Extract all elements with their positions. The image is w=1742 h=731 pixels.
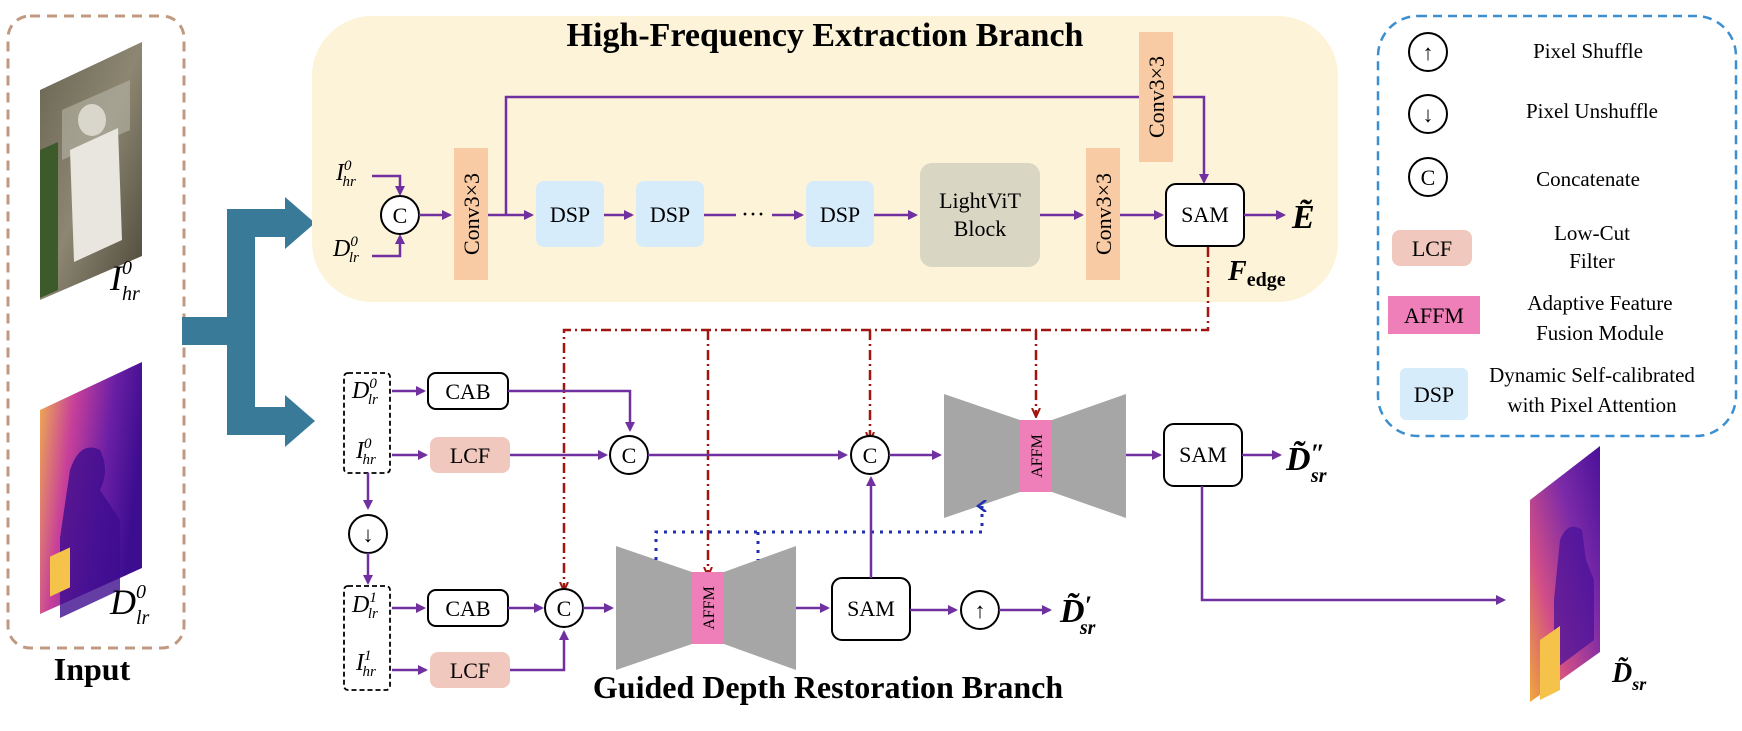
gd-bottom-sam-label: SAM — [847, 596, 895, 621]
hf-concat-label: C — [393, 203, 408, 228]
legend-lcf-icon — [1392, 230, 1472, 266]
hf-conv-top-label: Conv3×3 — [1144, 56, 1169, 138]
gd-bottom-cab-label: CAB — [445, 596, 490, 621]
legend-pixel-unshuffle-symbol: ↓ — [1423, 102, 1434, 127]
edge-feature-lines — [564, 247, 1210, 590]
gd-top-affm-label: AFFM — [1029, 434, 1046, 478]
legend-concat-label: Concatenate — [1536, 167, 1640, 191]
gd-bottom-concat-label: C — [557, 596, 572, 621]
hf-conv2 — [1086, 148, 1120, 280]
gd-bottom-input-box — [343, 585, 391, 691]
legend-dsp-symbol: DSP — [1414, 382, 1454, 407]
legend-dsp-label-2: with Pixel Attention — [1507, 393, 1677, 417]
gd-bottom-lcf-label: LCF — [450, 658, 490, 683]
gd-bottom-output: D̃′sr — [1059, 591, 1096, 639]
hf-lightvit-block — [920, 163, 1040, 267]
input-label: Input — [54, 651, 131, 687]
legend-affm-label-2: Fusion Module — [1536, 321, 1664, 345]
gd-bottom-affm-label: AFFM — [701, 586, 718, 630]
gd-top-concat-1-label: C — [622, 443, 637, 468]
gd-top-sam-label: SAM — [1179, 442, 1227, 467]
input-depth-image — [40, 362, 142, 618]
legend-pixel-unshuffle-icon — [1408, 94, 1448, 134]
hf-dsp-1-label: DSP — [550, 202, 590, 227]
hf-dsp-1 — [536, 181, 604, 247]
gd-top-affm — [1020, 420, 1052, 492]
legend-affm-icon — [1388, 296, 1480, 334]
legend-affm-label-1: Adaptive Feature — [1527, 291, 1672, 315]
gd-bottom-affm — [692, 572, 724, 644]
legend-dsp-label-1: Dynamic Self-calibrated — [1489, 363, 1695, 387]
hf-dsp-3 — [806, 181, 874, 247]
gd-top-concat-2-label: C — [863, 443, 878, 468]
hf-lightvit-label-1: LightViT — [939, 188, 1021, 213]
gd-top-output: D̃″sr — [1285, 439, 1327, 487]
hf-conv2-label: Conv3×3 — [1091, 173, 1116, 255]
legend-concat-symbol: C — [1421, 165, 1436, 190]
legend-pixel-shuffle-icon — [1408, 32, 1448, 72]
hf-dsp-3-label: DSP — [820, 202, 860, 227]
hf-dsp-2 — [636, 181, 704, 247]
affm-feature-link — [654, 506, 982, 560]
hf-branch-title: High-Frequency Extraction Branch — [567, 17, 1084, 54]
legend-pixel-shuffle-label: Pixel Shuffle — [1533, 39, 1643, 63]
legend-pixel-unshuffle-label: Pixel Unshuffle — [1526, 99, 1658, 123]
hf-conv1 — [454, 148, 488, 280]
legend-lcf-symbol: LCF — [1412, 236, 1452, 261]
legend-concat-icon — [1408, 157, 1448, 197]
legend-lcf-label-1: Low-Cut — [1554, 221, 1630, 245]
legend-pixel-shuffle-symbol: ↑ — [1423, 40, 1434, 65]
gd-upsample-label: ↑ — [975, 598, 986, 623]
gd-downsample-label: ↓ — [363, 522, 374, 547]
hf-conv-top — [1139, 32, 1173, 162]
final-output-image — [1530, 446, 1600, 702]
final-output-label: D̃sr — [1611, 658, 1647, 694]
hf-dsp-2-label: DSP — [650, 202, 690, 227]
hf-lightvit-label-2: Block — [954, 216, 1007, 241]
legend-panel — [1376, 14, 1738, 438]
legend-lcf-label-2: Filter — [1569, 249, 1615, 273]
legend-dsp-icon — [1400, 368, 1468, 420]
gd-bottom-lcf — [430, 652, 510, 688]
gd-branch-title: Guided Depth Restoration Branch — [593, 669, 1063, 705]
gd-top-lcf — [430, 437, 510, 473]
legend-affm-symbol: AFFM — [1404, 303, 1464, 328]
gd-top-lcf-label: LCF — [450, 443, 490, 468]
input-rgb-image — [40, 42, 142, 300]
gd-top-cab-label: CAB — [445, 379, 490, 404]
hf-dots: ··· — [741, 202, 765, 228]
hf-f-edge: Fedge — [1227, 256, 1286, 291]
split-arrow — [182, 197, 315, 447]
hf-conv1-label: Conv3×3 — [459, 173, 484, 255]
hf-output: Ẽ — [1291, 199, 1315, 236]
hf-sam-label: SAM — [1181, 202, 1229, 227]
